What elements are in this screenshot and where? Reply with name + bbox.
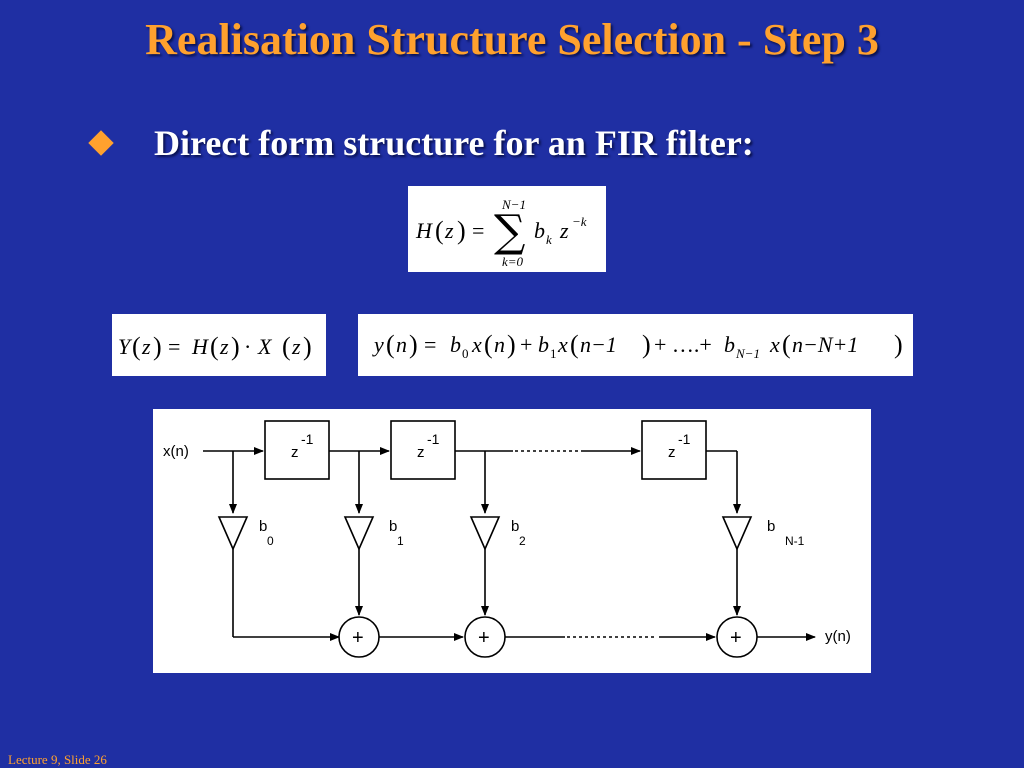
delay-3-base: z — [668, 444, 676, 461]
svg-text:(: ( — [484, 330, 493, 359]
eq-y-H: H — [191, 334, 209, 359]
svg-text:(: ( — [132, 332, 141, 361]
svg-text:(: ( — [386, 330, 395, 359]
gain-bN-1 — [721, 516, 753, 551]
eq-h-exp: −k — [572, 214, 587, 229]
eq-y-z1: z — [141, 334, 151, 359]
svg-text:(: ( — [782, 330, 791, 359]
eq-d-n2: n — [494, 332, 505, 357]
slide-title: Realisation Structure Selection - Step 3 — [145, 15, 879, 64]
eq-y-X: X — [257, 334, 273, 359]
coef-bN-base: b — [767, 518, 775, 535]
coef-b1-sub: 1 — [397, 534, 404, 548]
eq-d-last-arg: n−N+1 — [792, 332, 858, 357]
eq-y-equals: = — [168, 334, 180, 359]
eq-d-b1: b — [538, 332, 549, 357]
transfer-function-equation: H ( z ) = N−1 ∑ k=0 b k z −k — [408, 186, 606, 272]
diamond-bullet-icon — [88, 130, 114, 156]
delay-2-exp: -1 — [427, 431, 440, 447]
eq-h-arg: z — [444, 218, 454, 243]
delay-block-3 — [641, 420, 707, 480]
coef-b1-base: b — [389, 518, 397, 535]
svg-text:(: ( — [210, 332, 219, 361]
eq-d-subN: N−1 — [735, 346, 760, 361]
eq-d-sub1: 1 — [550, 346, 557, 361]
svg-text:(: ( — [570, 330, 579, 359]
svg-text:): ) — [642, 330, 651, 359]
gain-b2 — [469, 516, 501, 551]
eq-d-bN: b — [724, 332, 735, 357]
input-label: x(n) — [163, 443, 189, 460]
bullet-point: Direct form structure for an FIR filter: — [88, 122, 754, 164]
delay-block-1 — [264, 420, 330, 480]
coef-b0-base: b — [259, 518, 267, 535]
coef-b2-sub: 2 — [519, 534, 526, 548]
output-label: y(n) — [825, 628, 851, 645]
svg-text:(: ( — [282, 332, 291, 361]
eq-h-var: z — [559, 218, 569, 243]
adder-2-symbol: + — [478, 627, 490, 649]
eq-d-plus1: + — [520, 332, 532, 357]
svg-text:): ) — [507, 330, 516, 359]
difference-equation: y ( n ) = b 0 x ( n ) + b 1 x ( n−1 ) + … — [358, 314, 913, 376]
delay-block-2 — [390, 420, 456, 480]
svg-text:): ) — [153, 332, 162, 361]
adder-1-symbol: + — [352, 627, 364, 649]
adder-3-symbol: + — [730, 627, 742, 649]
coef-b0-sub: 0 — [267, 534, 274, 548]
eq-d-n1: n — [396, 332, 407, 357]
svg-text:): ) — [894, 330, 903, 359]
eq-d-b0: b — [450, 332, 461, 357]
delay-1-exp: -1 — [301, 431, 314, 447]
delay-2-base: z — [417, 444, 425, 461]
eq-d-xN: x — [769, 332, 780, 357]
eq-d-y: y — [372, 332, 384, 357]
eq-h-sum-lower: k=0 — [502, 254, 524, 269]
coef-bN-sub: N-1 — [785, 534, 805, 548]
eq-h-close-paren: ) — [457, 216, 466, 245]
eq-d-x1: x — [557, 332, 568, 357]
eq-d-equals: = — [424, 332, 436, 357]
eq-h-open-paren: ( — [435, 216, 444, 245]
coef-b2-base: b — [511, 518, 519, 535]
eq-h-coef-sub: k — [546, 232, 552, 247]
eq-d-ellipsis: + ….+ — [654, 332, 712, 357]
eq-d-x0: x — [471, 332, 482, 357]
eq-h-equals: = — [472, 218, 484, 243]
delay-3-exp: -1 — [678, 431, 691, 447]
eq-h-coef: b — [534, 218, 545, 243]
eq-h-sum-upper: N−1 — [501, 197, 526, 212]
svg-text:): ) — [409, 330, 418, 359]
eq-d-sub0: 0 — [462, 346, 469, 361]
svg-text:): ) — [303, 332, 312, 361]
eq-y-dot: · — [244, 334, 251, 359]
sigma-icon: ∑ — [494, 206, 525, 257]
gain-b1 — [343, 516, 375, 551]
delay-1-base: z — [291, 444, 299, 461]
eq-y-Y: Y — [118, 334, 133, 359]
slide-footer: Lecture 9, Slide 26 — [8, 752, 107, 767]
bullet-text: Direct form structure for an FIR filter: — [154, 123, 754, 163]
eq-h-lhs: H — [415, 218, 433, 243]
fir-block-diagram: x(n) y(n) z -1 z -1 z -1 b 0 b 1 b 2 b N… — [153, 409, 871, 673]
gain-b0 — [217, 516, 249, 551]
svg-text:): ) — [231, 332, 240, 361]
eq-y-z2: z — [219, 334, 229, 359]
eq-d-nm1: n−1 — [580, 332, 617, 357]
output-relation-equation: Y ( z ) = H ( z ) · X ( z ) — [112, 314, 326, 376]
eq-y-z3: z — [291, 334, 301, 359]
